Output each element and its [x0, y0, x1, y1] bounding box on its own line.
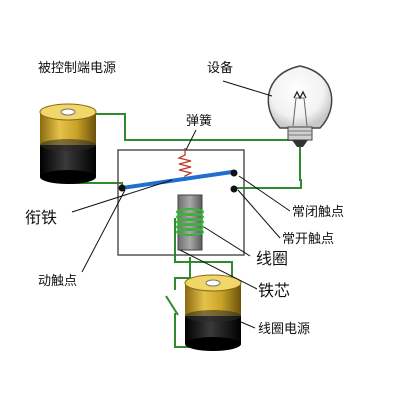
- coil-windings: [176, 208, 204, 236]
- label-device: 设备: [207, 60, 233, 76]
- wire-core-to-switch: [174, 257, 191, 290]
- controlled-power-battery: [39, 103, 97, 184]
- normally-closed-contact: [230, 169, 238, 177]
- leader-lines: [71, 80, 291, 329]
- label-coil: 线圈: [256, 249, 288, 268]
- moving-contact-pivot: [118, 184, 126, 192]
- spring: [177, 148, 193, 181]
- wire-bulb-to-nc: [234, 146, 302, 189]
- armature-bar: [120, 170, 234, 190]
- wire-battery-to-bulb: [68, 113, 296, 141]
- label-spring: 弹簧: [186, 113, 212, 129]
- label-normally-closed: 常闭触点: [292, 205, 344, 220]
- light-bulb-icon: [267, 65, 333, 147]
- normally-open-contact: [230, 185, 238, 193]
- label-controlled-power: 被控制端电源: [38, 61, 116, 76]
- label-iron-core: 铁芯: [258, 281, 290, 300]
- label-armature: 衔铁: [25, 208, 57, 227]
- label-moving-contact: 动触点: [38, 274, 77, 289]
- iron-core: [177, 194, 203, 251]
- label-normally-open: 常开触点: [282, 232, 334, 247]
- switch-lever: [165, 295, 179, 316]
- coil-power-battery: [184, 274, 242, 351]
- label-coil-power: 线圈电源: [258, 322, 310, 337]
